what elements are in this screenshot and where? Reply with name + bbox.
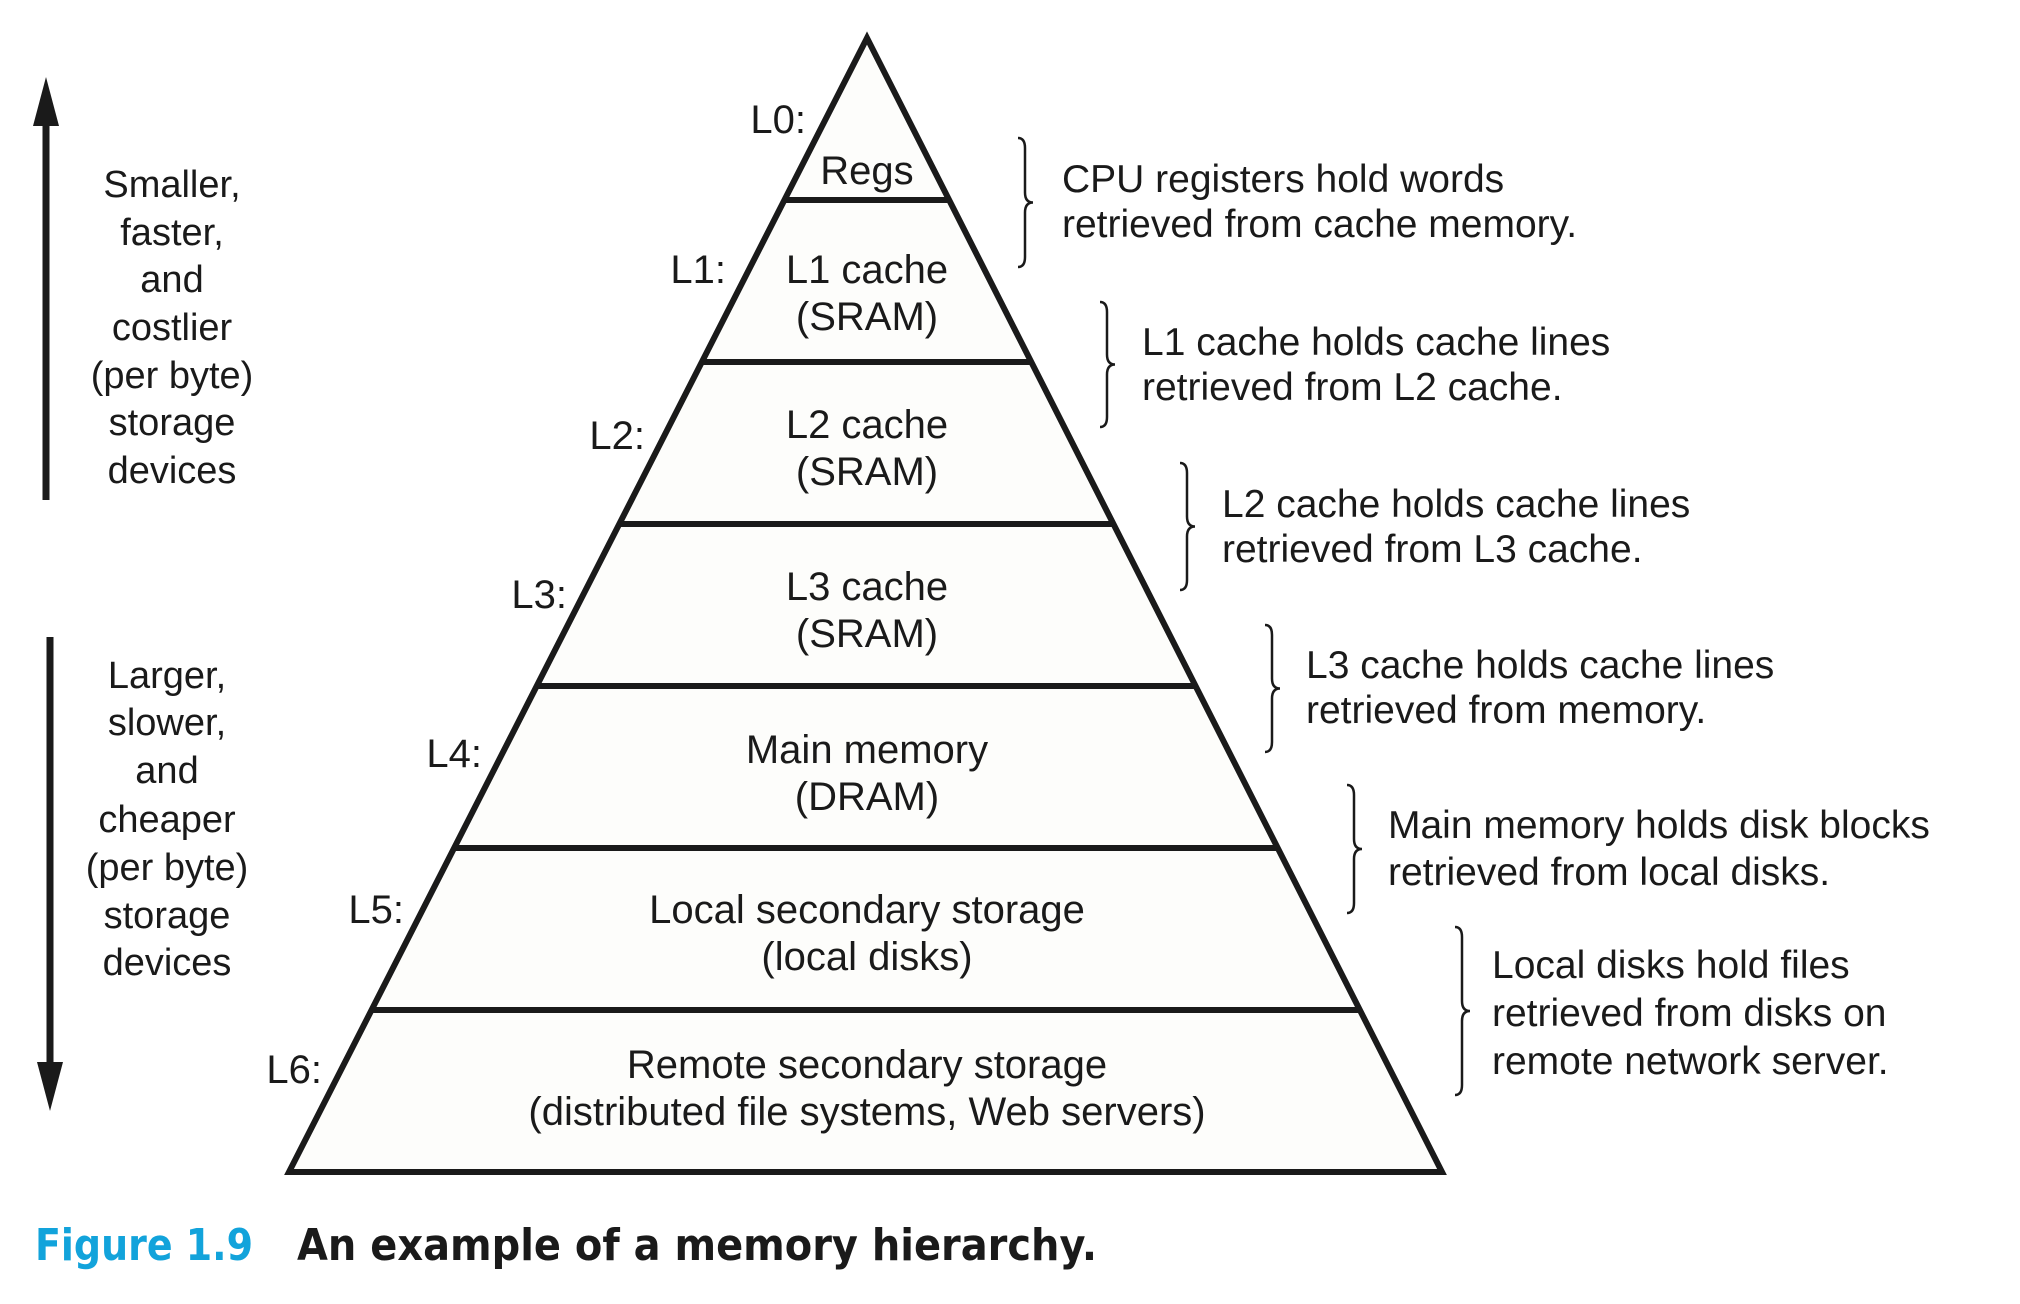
description-L2-line2: retrieved from L3 cache. [1222, 528, 1643, 571]
up-text-line-2: faster, [120, 212, 224, 254]
caption-title: An example of a memory hierarchy. [297, 1220, 1097, 1271]
level-label-L3: L3: [511, 573, 567, 617]
band-text-L1-line1: L1 cache [786, 248, 948, 292]
description-L0-line1: CPU registers hold words [1062, 158, 1504, 201]
down-text-line-6: storage [104, 895, 231, 937]
up-text-line-3: and [140, 259, 203, 301]
down-text-line-5: (per byte) [86, 847, 249, 889]
band-text-L5-line2: (local disks) [761, 935, 972, 979]
up-arrow-group: Smaller, faster, and costlier (per byte)… [33, 77, 253, 500]
level-labels: L0: L1: L2: L3: L4: L5: L6: [266, 98, 806, 1092]
band-dividers [371, 197, 1360, 1013]
band-text-L4-line1: Main memory [746, 728, 988, 772]
level-label-L6: L6: [266, 1048, 322, 1092]
down-text-line-7: devices [103, 942, 232, 984]
band-text-L5-line1: Local secondary storage [649, 888, 1085, 932]
description-L1-line1: L1 cache holds cache lines [1142, 321, 1610, 364]
curly-brace-icon [1099, 300, 1116, 429]
description-L5-line1: Local disks hold files [1492, 944, 1850, 987]
level-descriptions: CPU registers hold words retrieved from … [1062, 158, 1930, 1083]
braces [1017, 136, 1471, 1097]
curly-brace-icon [1454, 925, 1471, 1097]
down-text-line-2: slower, [108, 702, 226, 744]
band-text-L3-line2: (SRAM) [796, 612, 938, 656]
figure-caption: Figure 1.9 An example of a memory hierar… [35, 1220, 1097, 1271]
curly-brace-icon [1346, 783, 1363, 915]
band-text-L4-line2: (DRAM) [795, 775, 939, 819]
arrow-up-icon [33, 77, 59, 500]
description-L5-line2: retrieved from disks on [1492, 992, 1886, 1035]
description-L2-line1: L2 cache holds cache lines [1222, 483, 1690, 526]
down-arrow-group: Larger, slower, and cheaper (per byte) s… [37, 637, 248, 1111]
band-text-L2-line2: (SRAM) [796, 450, 938, 494]
description-L0-line2: retrieved from cache memory. [1062, 203, 1577, 246]
down-text-line-3: and [135, 750, 198, 792]
level-label-L2: L2: [589, 414, 645, 458]
curly-brace-icon [1264, 623, 1281, 754]
description-L3-line2: retrieved from memory. [1306, 689, 1706, 732]
up-text-line-1: Smaller, [103, 164, 240, 206]
band-text-L2-line1: L2 cache [786, 403, 948, 447]
arrow-down-icon [37, 637, 63, 1111]
level-label-L1: L1: [670, 248, 726, 292]
pyramid-outline [284, 31, 1447, 1175]
band-text-L3-line1: L3 cache [786, 565, 948, 609]
curly-brace-icon [1017, 136, 1034, 269]
up-text-line-7: devices [108, 450, 237, 492]
band-text-L0: Regs [820, 149, 913, 193]
band-text-L1-line2: (SRAM) [796, 295, 938, 339]
curly-brace-icon [1179, 461, 1196, 592]
description-L3-line1: L3 cache holds cache lines [1306, 644, 1774, 687]
description-L5-line3: remote network server. [1492, 1040, 1889, 1083]
level-label-L5: L5: [348, 888, 404, 932]
description-L1-line2: retrieved from L2 cache. [1142, 366, 1563, 409]
up-text-line-6: storage [109, 402, 236, 444]
description-L4-line1: Main memory holds disk blocks [1388, 804, 1930, 847]
level-label-L4: L4: [426, 732, 482, 776]
down-text-line-4: cheaper [98, 799, 236, 841]
down-text-line-1: Larger, [108, 655, 226, 697]
band-text-L6-line2: (distributed file systems, Web servers) [528, 1090, 1205, 1134]
up-text-line-5: (per byte) [91, 355, 254, 397]
band-text-L6-line1: Remote secondary storage [627, 1043, 1107, 1087]
description-L4-line2: retrieved from local disks. [1388, 851, 1830, 894]
pyramid [284, 31, 1447, 1175]
up-text-line-4: costlier [112, 307, 233, 349]
band-labels: Regs L1 cache (SRAM) L2 cache (SRAM) L3 … [528, 149, 1205, 1134]
caption-number: Figure 1.9 [35, 1220, 253, 1271]
level-label-L0: L0: [750, 98, 806, 142]
